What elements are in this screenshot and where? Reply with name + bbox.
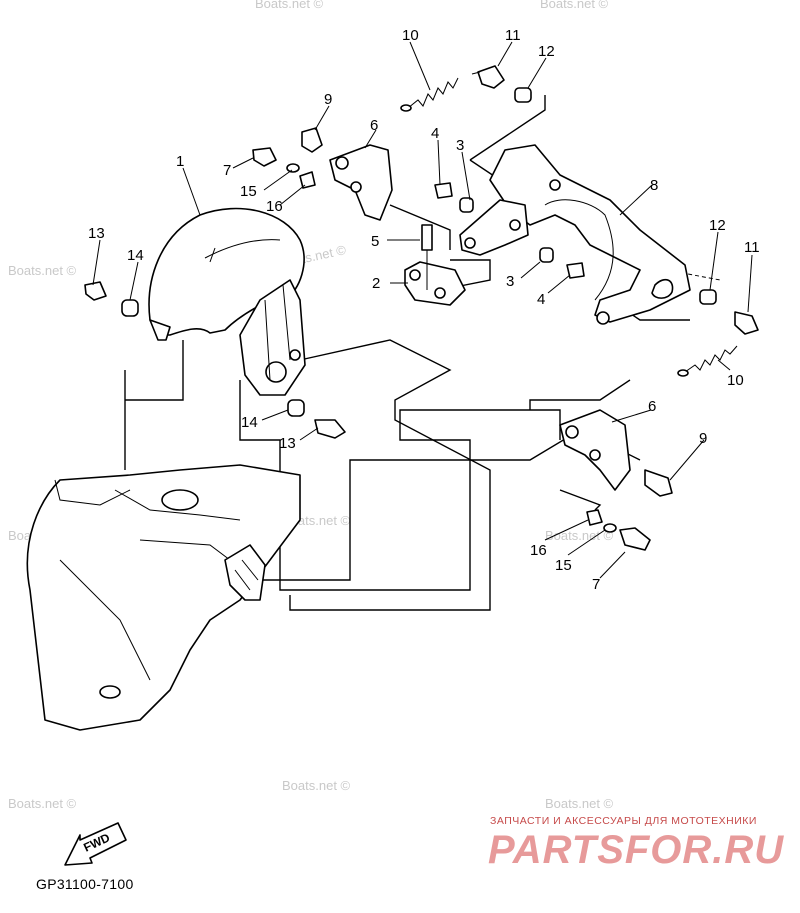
middle-bracket-part: [459, 199, 529, 256]
bolt-11-lower-part: [734, 311, 759, 335]
callout-1: 1: [176, 153, 184, 170]
bracket-lower-part: [559, 409, 631, 491]
callout-2: 2: [372, 275, 380, 292]
callout-6: 6: [370, 117, 378, 134]
callout-7: 7: [592, 576, 600, 593]
callout-3: 3: [456, 137, 464, 154]
collar-12-upper-part: [514, 87, 532, 103]
callout-10: 10: [402, 27, 419, 44]
fwd-arrow-icon: FWD: [64, 822, 127, 866]
callout-8: 8: [650, 177, 658, 194]
watermark-text: Boats.net ©: [540, 0, 609, 11]
spring-lower-part: [677, 345, 738, 377]
diagram-code: GP31100-7100: [36, 876, 134, 892]
collar-14-left-part: [121, 299, 139, 317]
callout-14: 14: [127, 247, 144, 264]
callout-16: 16: [266, 198, 283, 215]
engine-block: [26, 464, 301, 731]
bolt-7-lower-part: [619, 527, 651, 551]
callout-13: 13: [88, 225, 105, 242]
bracket-arm-part: [489, 144, 691, 325]
callout-numbers: 1 2 3 3 4 4 5 6 6 7 7 8 9 9 10 10 11 11 …: [88, 27, 760, 593]
brand-tagline: ЗАПЧАСТИ И АКСЕССУАРЫ ДЛЯ МОТОТЕХНИКИ: [490, 815, 757, 827]
callout-4: 4: [537, 291, 545, 308]
collar-14-lower-part: [287, 399, 305, 417]
bolt-9-upper-part: [301, 127, 323, 153]
callout-13: 13: [279, 435, 296, 452]
washer-lower-part: [586, 509, 617, 533]
callout-3: 3: [506, 273, 514, 290]
cover-part: [148, 207, 306, 396]
callout-leaders: [92, 41, 753, 579]
watermark-text: Boats.net ©: [255, 0, 324, 11]
callout-15: 15: [240, 183, 257, 200]
callout-9: 9: [324, 91, 332, 108]
callout-6: 6: [648, 398, 656, 415]
small-parts-3-4: [434, 182, 585, 279]
callout-11: 11: [744, 239, 760, 256]
callout-11: 11: [505, 27, 521, 44]
callout-14: 14: [241, 414, 258, 431]
washer-upper-part: [286, 163, 316, 189]
bolt-11-upper-part: [471, 65, 505, 89]
watermark-text: Boats.net ©: [8, 796, 77, 811]
watermark-text: Boats.net ©: [8, 263, 77, 278]
collar-12-lower-part: [699, 289, 717, 305]
callout-7: 7: [223, 162, 231, 179]
callout-15: 15: [555, 557, 572, 574]
callout-12: 12: [709, 217, 726, 234]
callout-10: 10: [727, 372, 744, 389]
plate-part: [404, 224, 466, 306]
bolt-7-upper-part: [252, 147, 277, 167]
brand-logo: PARTSFOR.RU: [488, 828, 785, 872]
callout-16: 16: [530, 542, 547, 559]
watermark-text: Boats.net ©: [282, 778, 351, 793]
watermark-text: Boats.net ©: [545, 796, 614, 811]
spring-upper-part: [400, 77, 459, 112]
bracket-upper-part: [329, 144, 393, 221]
callout-4: 4: [431, 125, 439, 142]
callout-5: 5: [371, 233, 379, 250]
callout-12: 12: [538, 43, 555, 60]
bolt-9-lower-part: [644, 469, 673, 497]
callout-9: 9: [699, 430, 707, 447]
bolt-13-lower-part: [314, 419, 346, 439]
bolt-13-left-part: [84, 281, 107, 301]
